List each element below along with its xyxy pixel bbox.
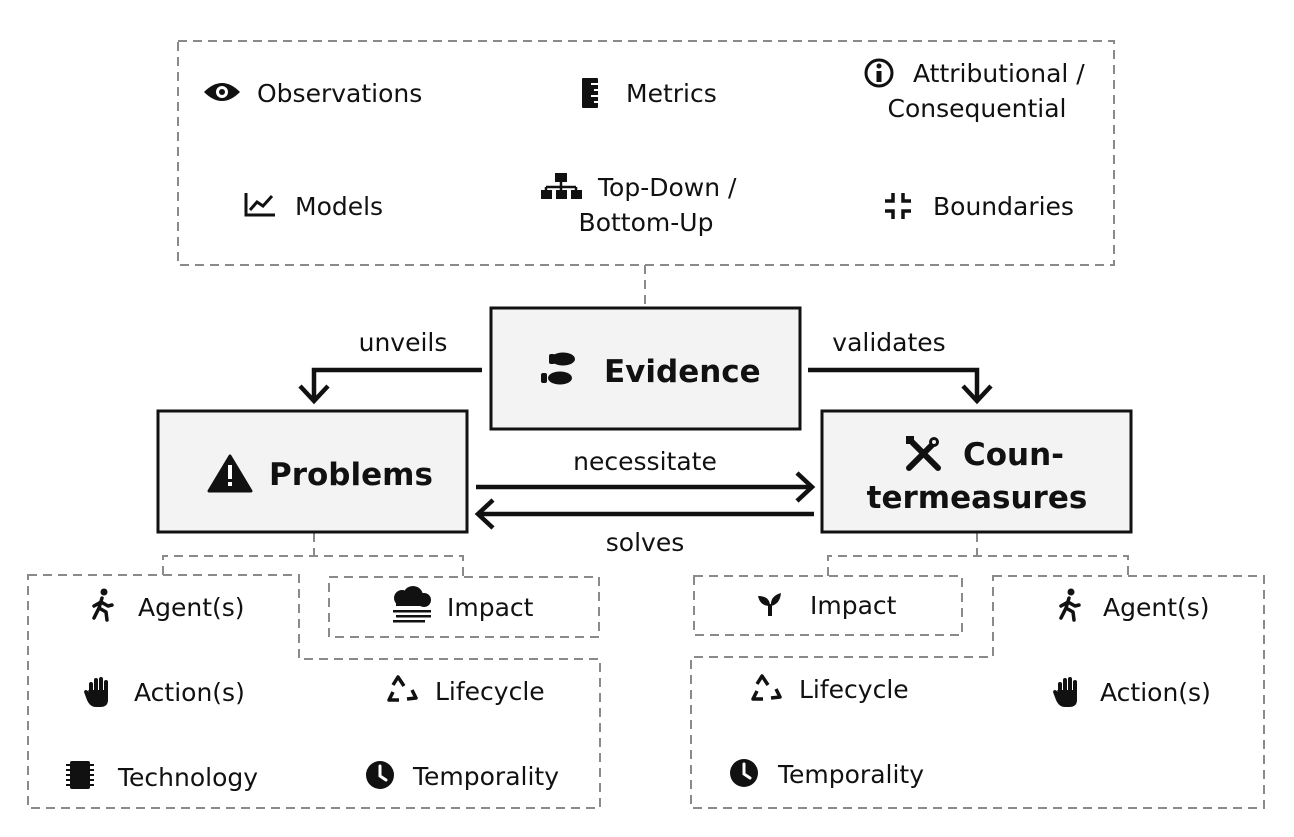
tools-icon: [906, 436, 941, 471]
countermeasures-actions-label: Action(s): [1100, 678, 1211, 707]
observations-label: Observations: [257, 79, 422, 108]
solves-arrow: [474, 498, 814, 530]
countermeasures-title-line2: termeasures: [867, 480, 1088, 516]
smog-icon: [393, 586, 431, 623]
countermeasures-title-line1: Coun-: [963, 437, 1064, 473]
evidence-item-boundaries: Boundaries: [885, 192, 1074, 221]
countermeasures-aspects-box: [690, 575, 1265, 809]
seedling-icon: [758, 593, 781, 616]
hand-icon: [84, 677, 108, 707]
problems-item-temporality: Temporality: [366, 761, 559, 791]
solves-label: solves: [606, 528, 684, 557]
sitemap-icon: [541, 173, 582, 199]
footprints-icon: [541, 352, 575, 385]
countermeasures-item-temporality: Temporality: [730, 759, 924, 789]
attributional-label-line1: Attributional /: [913, 59, 1085, 88]
problems-title: Problems: [269, 457, 433, 493]
problems-item-agents: Agent(s): [92, 588, 245, 622]
problems-impact: Impact: [393, 586, 534, 623]
countermeasures-item-lifecycle: Lifecycle: [751, 674, 909, 704]
countermeasures-box: Coun- termeasures: [820, 409, 1133, 534]
evidence-item-models: Models: [244, 192, 383, 221]
validates-arrow: [808, 367, 993, 405]
recycle-icon: [387, 675, 418, 702]
evidence-title: Evidence: [604, 354, 761, 390]
eye-icon: [204, 83, 240, 101]
microchip-icon: [66, 761, 94, 789]
countermeasures-lifecycle-label: Lifecycle: [799, 675, 909, 704]
clock-icon: [366, 761, 394, 789]
warning-icon: [207, 454, 253, 493]
necessitate-arrow: [476, 471, 816, 503]
countermeasures-item-agents: Agent(s): [1059, 588, 1210, 622]
necessitate-label: necessitate: [573, 447, 717, 476]
problems-agents-label: Agent(s): [138, 593, 245, 622]
metrics-label: Metrics: [626, 79, 717, 108]
boundaries-label: Boundaries: [933, 192, 1074, 221]
countermeasures-connector: [827, 533, 1129, 576]
ruler-icon: [582, 78, 598, 108]
problems-temporality-label: Temporality: [412, 762, 559, 791]
problems-connector: [162, 533, 464, 577]
info-icon: [864, 58, 894, 88]
problems-item-actions: Action(s): [84, 677, 245, 707]
line-chart-icon: [244, 193, 275, 217]
unveils-arrow: [298, 367, 482, 405]
walking-person-icon: [92, 588, 114, 622]
attributional-label-line2: Consequential: [888, 94, 1067, 123]
evidence-item-topdown: Top-Down / Bottom-Up: [541, 173, 737, 237]
problems-box: Problems: [156, 409, 469, 534]
evidence-item-attributional: Attributional / Consequential: [864, 58, 1085, 123]
countermeasures-temporality-label: Temporality: [777, 760, 924, 789]
hand-icon: [1053, 677, 1077, 707]
problems-impact-label: Impact: [447, 593, 534, 622]
walking-person-icon: [1059, 588, 1081, 622]
problems-lifecycle-label: Lifecycle: [435, 677, 545, 706]
problems-item-technology: Technology: [66, 761, 258, 792]
recycle-icon: [751, 674, 782, 701]
evidence-box: Evidence: [489, 306, 802, 431]
countermeasures-impact-label: Impact: [810, 591, 897, 620]
compress-icon: [885, 193, 911, 219]
validates-label: validates: [832, 328, 945, 357]
evidence-item-metrics: Metrics: [582, 78, 717, 108]
models-label: Models: [295, 192, 383, 221]
countermeasures-impact: Impact: [758, 591, 897, 620]
evidence-item-observations: Observations: [204, 79, 422, 108]
problems-aspects-box: [27, 574, 601, 809]
topdown-label-line2: Bottom-Up: [579, 208, 714, 237]
clock-icon: [730, 759, 758, 787]
topdown-label-line1: Top-Down /: [597, 173, 737, 202]
problems-item-lifecycle: Lifecycle: [387, 675, 545, 706]
problems-technology-label: Technology: [117, 763, 258, 792]
unveils-label: unveils: [359, 328, 448, 357]
problems-actions-label: Action(s): [134, 678, 245, 707]
countermeasures-item-actions: Action(s): [1053, 677, 1211, 707]
countermeasures-agents-label: Agent(s): [1103, 593, 1210, 622]
problems-impact-box: [328, 576, 600, 638]
